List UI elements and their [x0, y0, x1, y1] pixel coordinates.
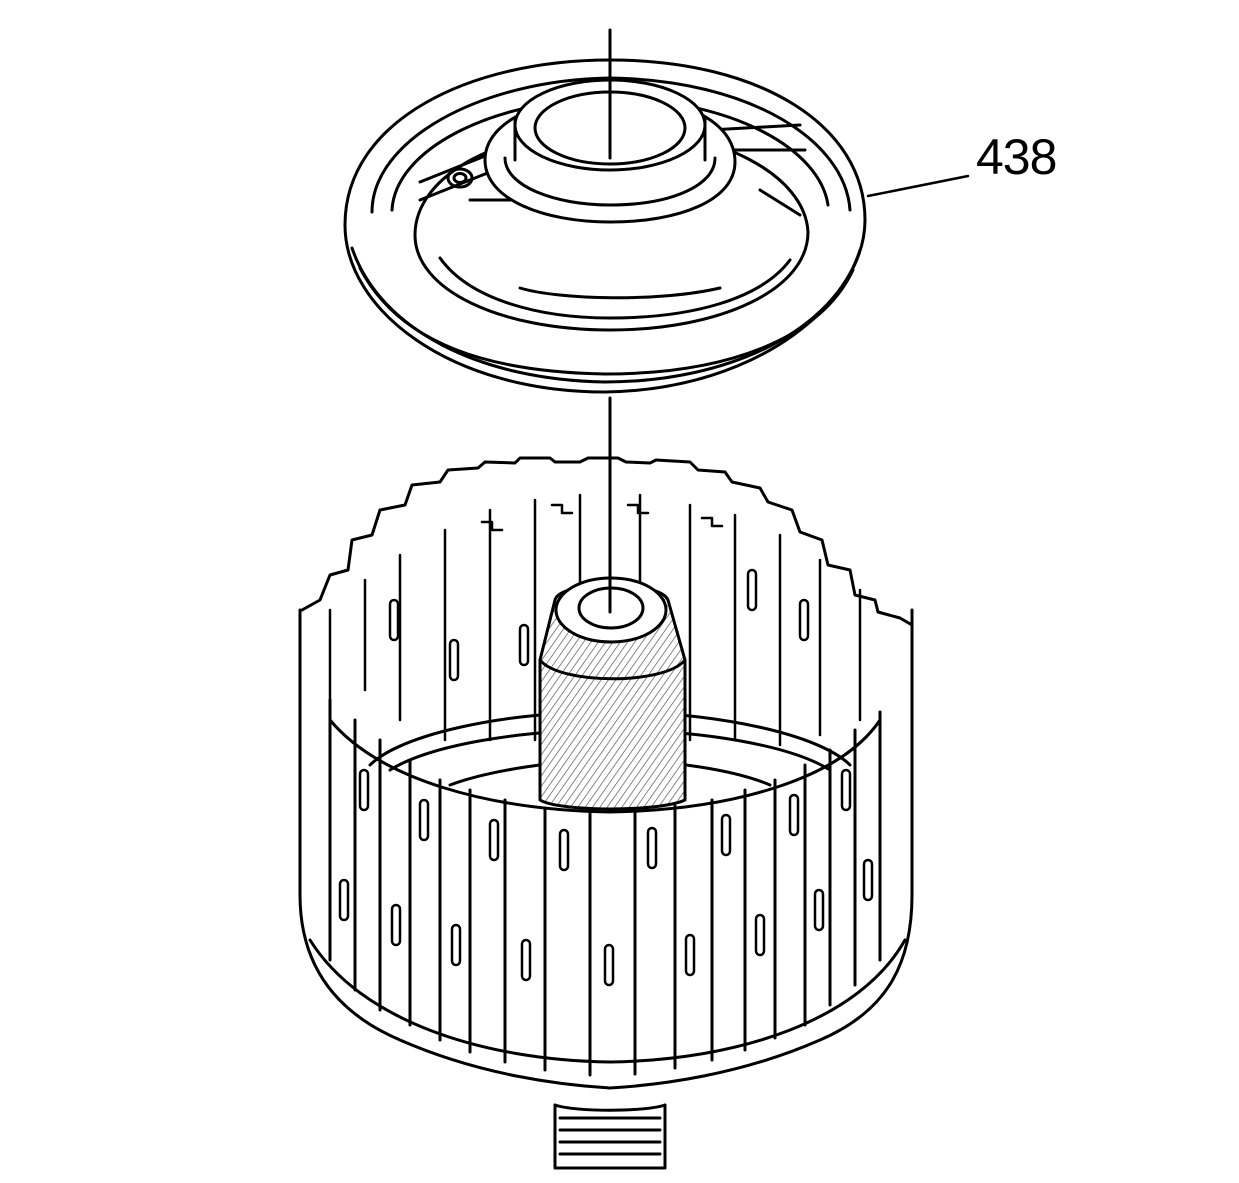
- callout-leader-line: [866, 174, 970, 198]
- clutch-drum-component: [298, 456, 914, 1090]
- piston-component: [343, 58, 867, 394]
- callout-label-438: 438: [976, 129, 1057, 185]
- installer-tool: [538, 576, 687, 811]
- output-shaft: [553, 1103, 667, 1170]
